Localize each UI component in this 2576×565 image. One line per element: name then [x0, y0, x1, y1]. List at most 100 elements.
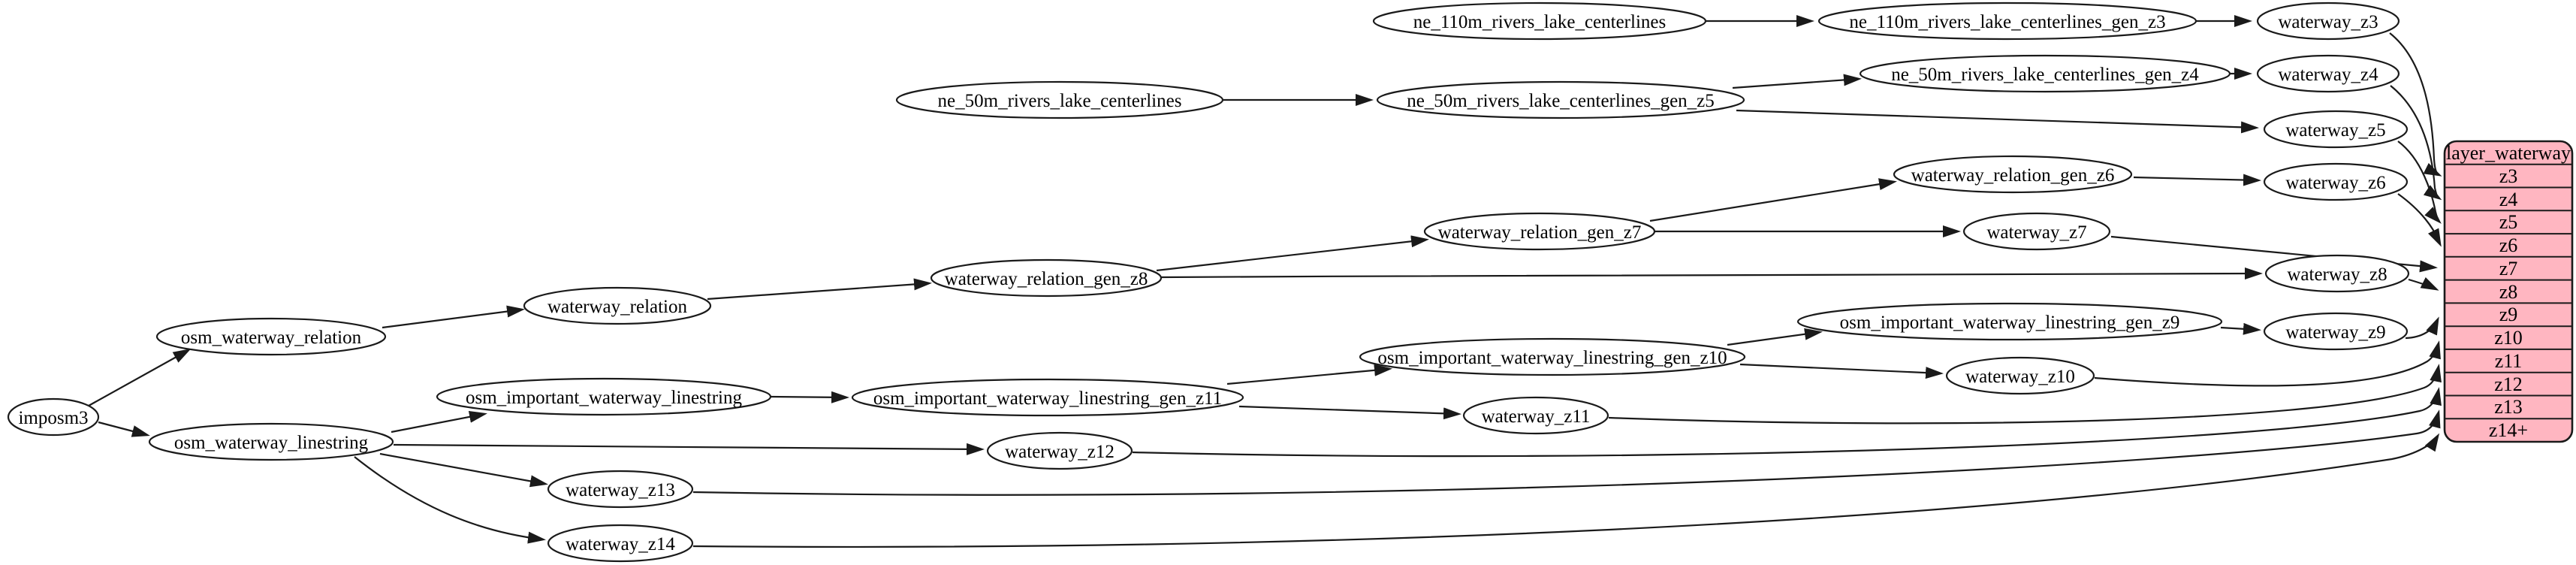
node-label: osm_important_waterway_linestring_gen_z1… [873, 388, 1222, 409]
node-shape [2264, 254, 2410, 293]
node-osm_important_waterway_linestring_gen_z10: osm_important_waterway_linestring_gen_z1… [1359, 337, 1746, 376]
node-waterway_relation_gen_z7: waterway_relation_gen_z7 [1423, 212, 1656, 251]
node-label: osm_important_waterway_linestring_gen_z9 [1840, 313, 2180, 333]
edge-waterway_z14-row_z14 [692, 433, 2440, 548]
edge-osm_waterway_relation-waterway_relation [382, 305, 525, 329]
table-row-z14plus: z14+ [2489, 419, 2528, 441]
node-ne_110m_rivers_lake_centerlines_gen_z3: ne_110m_rivers_lake_centerlines_gen_z3 [1817, 2, 2197, 41]
node-waterway_z11: waterway_z11 [1462, 396, 1609, 435]
edge-waterway_relation_gen_z7-waterway_relation_gen_z6 [1649, 178, 1897, 222]
node-osm_waterway_linestring: osm_waterway_linestring [148, 422, 394, 461]
edge-waterway_z8-row_z8 [2408, 276, 2439, 291]
table-row-z5: z5 [2499, 211, 2518, 233]
node-shape [148, 422, 394, 461]
edge-layer [88, 15, 2442, 548]
node-shape [547, 470, 694, 509]
edge-osm_waterway_linestring-osm_important_waterway_linestring [391, 410, 487, 434]
edge-waterway_z11-row_z11 [1608, 364, 2442, 425]
node-shape [2263, 110, 2409, 149]
node-ne_50m_rivers_lake_centerlines_gen_z4: ne_50m_rivers_lake_centerlines_gen_z4 [1859, 54, 2231, 93]
table-row-dividers [2445, 163, 2572, 420]
node-label: waterway_z11 [1482, 406, 1591, 427]
node-shape [547, 524, 694, 563]
node-label: osm_important_waterway_linestring_gen_z1… [1377, 348, 1727, 368]
node-shape [895, 80, 1224, 119]
edge-waterway_z5-row_z5 [2397, 140, 2442, 224]
edge-waterway_z4-row_z4 [2390, 85, 2442, 201]
node-label: waterway_z3 [2278, 12, 2378, 32]
node-label: waterway_z4 [2278, 65, 2378, 85]
table-row-z12: z12 [2494, 373, 2523, 395]
edge-ne_50m_gen_z5-ne_50m_gen_z4 [1732, 74, 1862, 89]
node-shape [2256, 2, 2400, 41]
node-label: ne_50m_rivers_lake_centerlines_gen_z5 [1407, 91, 1715, 111]
node-shape [851, 378, 1244, 417]
node-label: waterway_z9 [2285, 322, 2385, 343]
node-osm_important_waterway_linestring: osm_important_waterway_linestring [436, 377, 772, 416]
table-row-z11: z11 [2495, 350, 2523, 372]
node-shape [2256, 54, 2400, 93]
table-row-z13: z13 [2494, 396, 2523, 418]
node-shape [986, 431, 1133, 470]
node-ne_110m_rivers_lake_centerlines: ne_110m_rivers_lake_centerlines [1372, 2, 1707, 41]
layer-waterway-table: layer_waterway z3 z4 z5 z6 z7 z8 z9 z10 … [2443, 140, 2574, 443]
node-label: waterway_z13 [566, 480, 675, 500]
edge-waterway_z3-row_z3 [2389, 32, 2442, 177]
node-shape [1817, 2, 2197, 41]
edge-waterway_relation_gen_z8-waterway_relation_gen_z7 [1156, 235, 1429, 272]
table-row-z3: z3 [2499, 165, 2518, 187]
node-label: ne_50m_rivers_lake_centerlines [938, 91, 1182, 111]
edge-osm_waterway_linestring-waterway_z14 [354, 456, 546, 544]
node-waterway_z6: waterway_z6 [2263, 162, 2409, 201]
node-osm_important_waterway_linestring_gen_z11: osm_important_waterway_linestring_gen_z1… [851, 378, 1244, 417]
node-shape [523, 286, 712, 325]
node-shape [7, 397, 100, 437]
node-waterway_z8: waterway_z8 [2264, 254, 2410, 293]
node-shape [930, 258, 1163, 298]
edge-waterway_relation_gen_z8-waterway_z8 [1160, 267, 2263, 280]
node-shape [1962, 212, 2111, 251]
edge-gen_z9-waterway_z9 [2220, 322, 2261, 335]
node-shape [1423, 212, 1656, 251]
edge-waterway_z12-row_z12 [1132, 387, 2442, 458]
edge-gen_z10-gen_z9 [1727, 328, 1823, 346]
node-osm_important_waterway_linestring_gen_z9: osm_important_waterway_linestring_gen_z9 [1796, 302, 2223, 341]
edge-waterway_z9-row_z9 [2405, 316, 2439, 340]
table-row-z8: z8 [2499, 281, 2518, 303]
node-waterway_z12: waterway_z12 [986, 431, 1133, 470]
node-label: osm_waterway_relation [181, 328, 362, 348]
node-osm_waterway_relation: osm_waterway_relation [155, 317, 387, 356]
edge-waterway_relation-waterway_relation_gen_z8 [707, 278, 932, 301]
table-header: layer_waterway [2446, 142, 2571, 164]
node-label: waterway_z5 [2285, 120, 2385, 140]
table-row-z7: z7 [2499, 258, 2518, 279]
node-waterway_relation_gen_z8: waterway_relation_gen_z8 [930, 258, 1163, 298]
edge-waterway_z13-row_z13 [692, 409, 2441, 496]
table-background [2443, 140, 2574, 443]
edge-gen_z10-waterway_z10 [1739, 363, 1944, 379]
edge-osm_waterway_linestring-waterway_z12 [393, 443, 985, 455]
table-row-z6: z6 [2499, 234, 2518, 256]
edge-imposm3-osm_waterway_linestring [98, 421, 150, 437]
node-ne_50m_rivers_lake_centerlines: ne_50m_rivers_lake_centerlines [895, 80, 1224, 119]
node-waterway_z3: waterway_z3 [2256, 2, 2400, 41]
node-label: waterway_z10 [1965, 367, 2075, 387]
node-waterway_relation_gen_z6: waterway_relation_gen_z6 [1893, 155, 2133, 194]
node-shape [1859, 54, 2231, 93]
node-shape [155, 317, 387, 356]
node-label: ne_110m_rivers_lake_centerlines [1413, 12, 1666, 32]
node-label: waterway_z14 [566, 534, 675, 554]
table-row-z9: z9 [2499, 304, 2518, 325]
node-label: waterway_z12 [1005, 442, 1115, 462]
node-label: waterway_relation [547, 297, 688, 317]
node-label: osm_important_waterway_linestring [466, 388, 742, 408]
node-waterway_z5: waterway_z5 [2263, 110, 2409, 149]
node-waterway_relation: waterway_relation [523, 286, 712, 325]
node-waterway_z7: waterway_z7 [1962, 212, 2111, 251]
node-shape [1945, 356, 2095, 395]
node-label: waterway_z6 [2285, 173, 2385, 193]
node-shape [1372, 2, 1707, 41]
node-shape [1359, 337, 1746, 376]
edge-imposm3-osm_waterway_relation [88, 349, 192, 406]
